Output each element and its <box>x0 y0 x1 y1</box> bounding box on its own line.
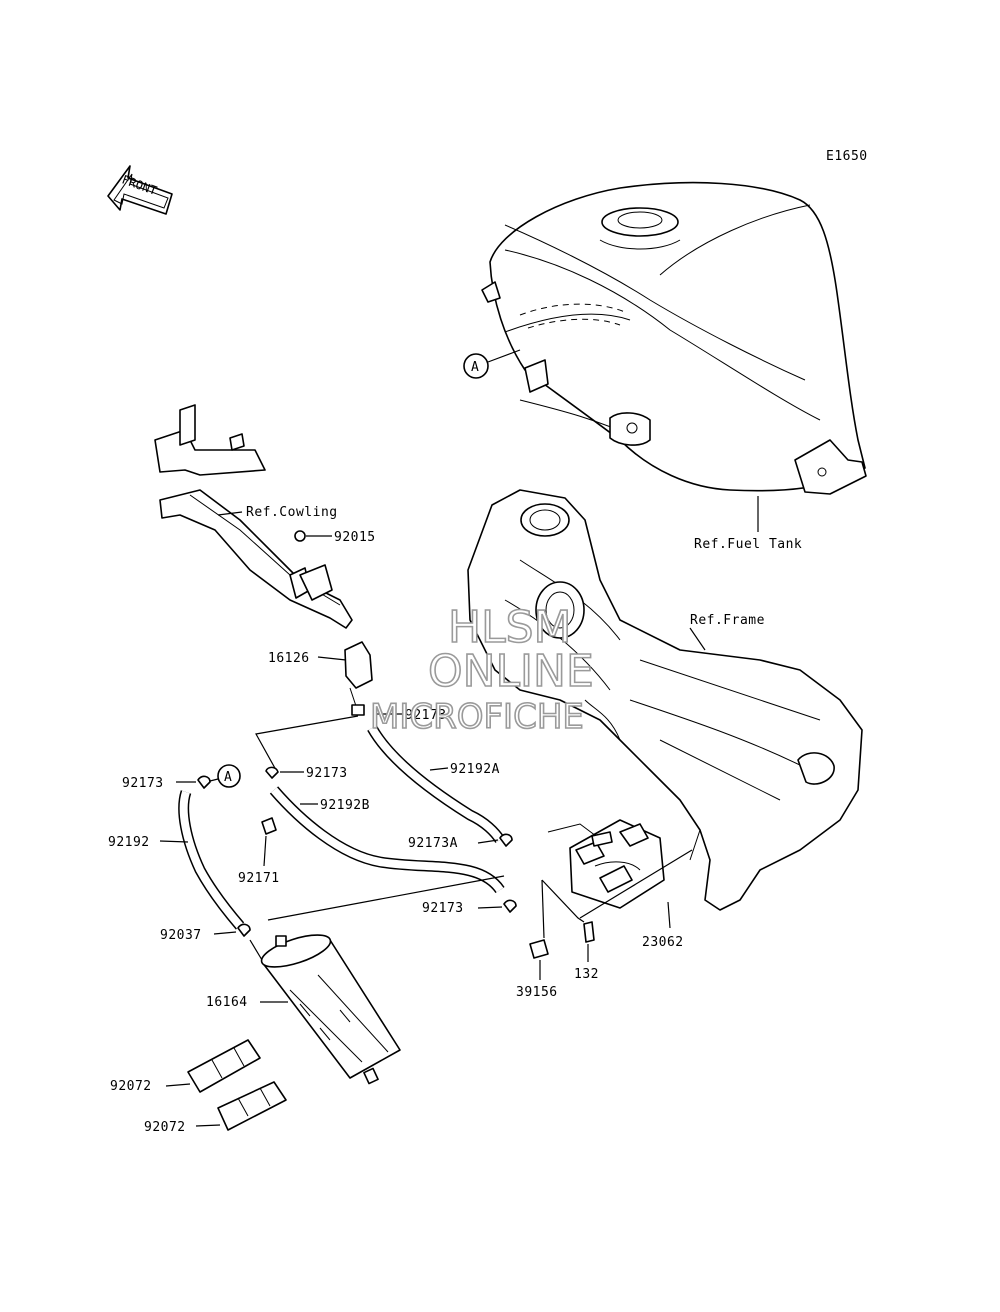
part-label-92192[interactable]: 92192 <box>108 835 150 850</box>
diagram-code: E1650 <box>826 149 868 164</box>
part-16126-drawing <box>344 641 373 716</box>
part-16164-drawing <box>260 934 401 1085</box>
part-label-23062[interactable]: 23062 <box>642 935 684 950</box>
watermark-line-3: MICROFICHE <box>370 697 584 737</box>
frame-drawing <box>467 489 863 911</box>
part-label-92015[interactable]: 92015 <box>334 530 376 545</box>
callout-a-hose: A <box>224 770 232 785</box>
ref-cowling-label: Ref.Cowling <box>246 505 338 520</box>
part-label-92173-top[interactable]: 92173 <box>405 708 447 723</box>
part-23062-drawing <box>547 819 665 909</box>
part-92072-a-drawing <box>187 1039 261 1093</box>
part-92072-b-drawing <box>217 1081 287 1131</box>
part-92015-drawing <box>294 530 306 542</box>
ref-frame-label: Ref.Frame <box>690 613 765 628</box>
part-label-39156[interactable]: 39156 <box>516 985 558 1000</box>
front-arrow-icon: FRONT <box>107 165 173 215</box>
part-label-92171[interactable]: 92171 <box>238 871 280 886</box>
part-label-16164[interactable]: 16164 <box>206 995 248 1010</box>
part-label-92072-b[interactable]: 92072 <box>144 1120 186 1135</box>
part-label-92072-a[interactable]: 92072 <box>110 1079 152 1094</box>
watermark-line-2: ONLINE <box>428 646 594 697</box>
part-label-16126[interactable]: 16126 <box>268 651 310 666</box>
part-label-132[interactable]: 132 <box>574 967 599 982</box>
watermark-line-1: HLSM <box>448 602 572 653</box>
ref-fuel-tank-label: Ref.Fuel Tank <box>694 537 802 552</box>
part-label-92173-left[interactable]: 92173 <box>122 776 164 791</box>
part-label-92173-mid[interactable]: 92173 <box>306 766 348 781</box>
cowling-bracket-drawing <box>154 404 353 629</box>
callout-a-tank: A <box>471 360 479 375</box>
part-label-92173A[interactable]: 92173A <box>408 836 458 851</box>
part-label-92173-low[interactable]: 92173 <box>422 901 464 916</box>
fuel-tank-drawing <box>481 181 867 495</box>
part-label-92037[interactable]: 92037 <box>160 928 202 943</box>
part-label-92192A[interactable]: 92192A <box>450 762 500 777</box>
watermark: HLSM ONLINE MICROFICHE <box>369 601 594 738</box>
part-label-92192B[interactable]: 92192B <box>320 798 370 813</box>
